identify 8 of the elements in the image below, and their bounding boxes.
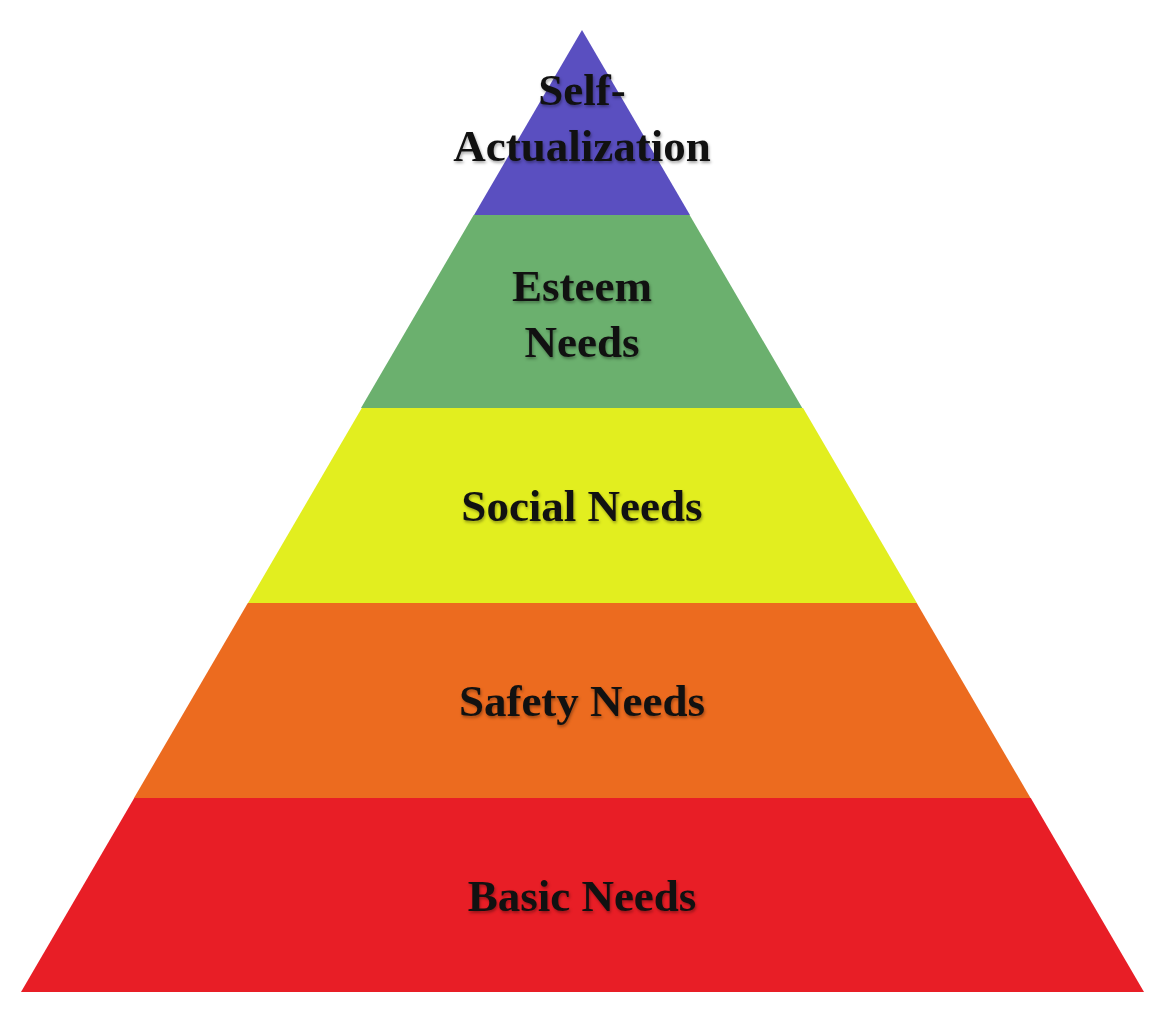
tier-label: Safety Needs: [457, 675, 707, 728]
pyramid-tier: [133, 603, 1031, 798]
tier-label: Basic Needs: [466, 870, 698, 923]
pyramid-tier: [247, 408, 917, 603]
pyramid-tier: [20, 798, 1144, 992]
tier-label: Social Needs: [460, 480, 704, 533]
pyramid-tier: [361, 215, 803, 408]
tier-label: Esteem Needs: [511, 260, 653, 369]
